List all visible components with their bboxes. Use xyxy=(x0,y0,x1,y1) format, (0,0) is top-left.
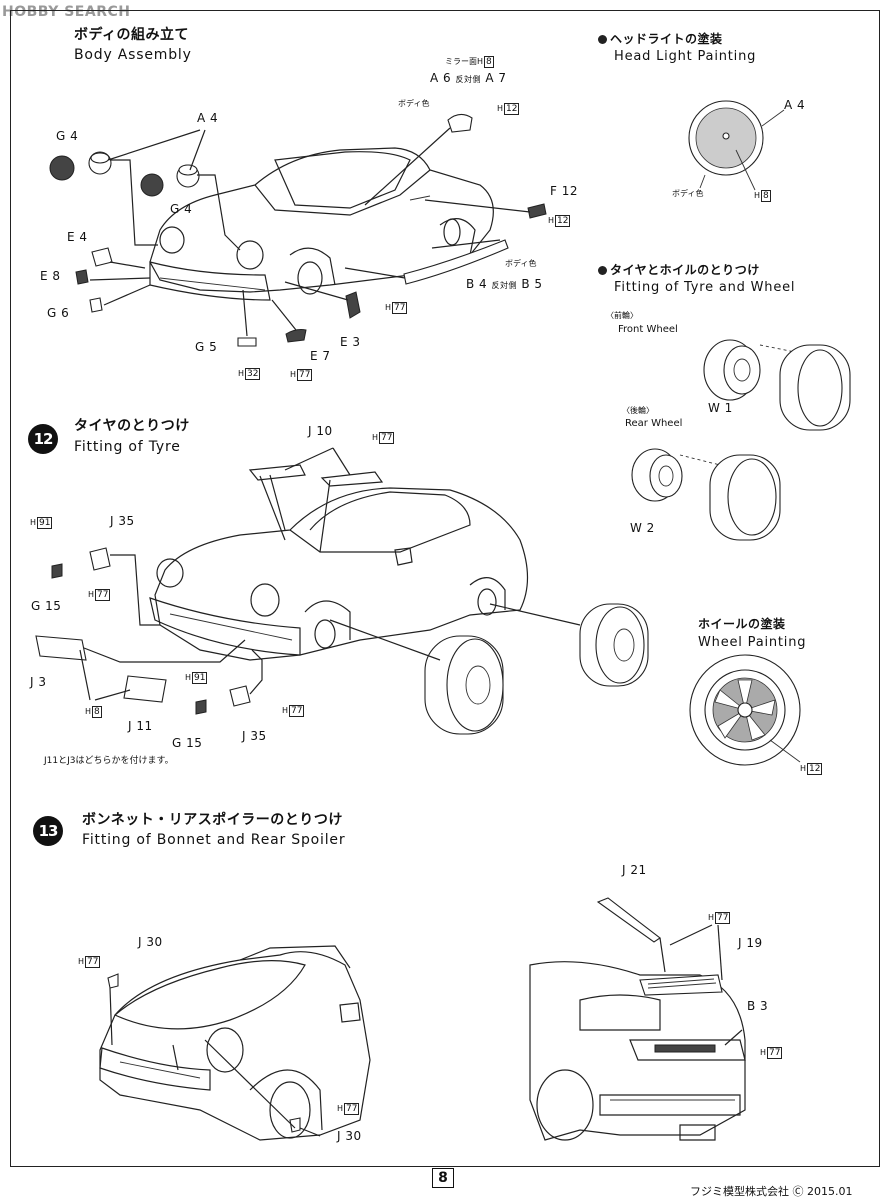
step13-title-jp: ボンネット・リアスポイラーのとりつけ xyxy=(82,812,343,828)
tyre-wheel-title-jp: タイヤとホイルのとりつけ xyxy=(598,264,760,276)
headlight-title-jp: ヘッドライトの塗装 xyxy=(598,33,723,45)
tyre-wheel-drawing xyxy=(631,339,851,541)
label-w2: W 2 xyxy=(630,521,655,535)
page-frame xyxy=(10,10,880,1167)
rear-wheel-label-en: Rear Wheel xyxy=(625,418,683,429)
body-assembly-title-jp: ボディの組み立て xyxy=(74,27,190,43)
label-j35-bottom: J 35 xyxy=(242,729,267,743)
hobby-search-logo: HOBBY SEARCH xyxy=(2,4,131,20)
page-number: 8 xyxy=(432,1168,454,1188)
step13-bonnet-drawing xyxy=(99,945,371,1141)
tyre-wheel-title-en: Fitting of Tyre and Wheel xyxy=(614,280,796,295)
label-j3: J 3 xyxy=(30,675,47,689)
label-j30-bottom: J 30 xyxy=(337,1129,362,1143)
label-body-color-b4: ボディ色 xyxy=(505,259,537,268)
label-f12: F 12 xyxy=(550,184,578,198)
step13-spoiler-drawing xyxy=(529,897,746,1141)
headlight-title-en: Head Light Painting xyxy=(614,49,757,64)
step12-title-jp: タイヤのとりつけ xyxy=(74,418,190,434)
label-e4: E 4 xyxy=(67,230,88,244)
headlight-label-body-color: ボディ色 xyxy=(672,189,704,198)
front-wheel-label-jp: 〈前輪〉 xyxy=(606,311,638,320)
label-g6: G 6 xyxy=(47,306,70,320)
rear-wheel-label-jp: 〈後輪〉 xyxy=(622,406,654,415)
label-g5: G 5 xyxy=(195,340,218,354)
label-j30-top: J 30 xyxy=(138,935,163,949)
headlight-drawing xyxy=(688,100,785,191)
label-j11: J 11 xyxy=(128,719,153,733)
label-j10: J 10 xyxy=(308,424,333,438)
label-g15-top: G 15 xyxy=(31,599,62,613)
front-wheel-label-en: Front Wheel xyxy=(618,324,678,335)
label-g15-bottom: G 15 xyxy=(172,736,203,750)
label-e8: E 8 xyxy=(40,269,61,283)
label-g4-right: G 4 xyxy=(170,202,193,216)
label-g4-left: G 4 xyxy=(56,129,79,143)
bullet-icon xyxy=(598,35,607,44)
body-assembly-car-drawing xyxy=(49,113,547,347)
label-a6-a7: A 6 反対側 A 7 xyxy=(430,71,507,85)
step-12-badge: 12 xyxy=(28,424,58,454)
label-e7: E 7 xyxy=(310,349,331,363)
label-a4: A 4 xyxy=(197,111,219,125)
label-b4-b5: B 4 反対側 B 5 xyxy=(466,277,543,291)
body-assembly-title-en: Body Assembly xyxy=(74,47,192,63)
wheel-painting-title-jp: ホイールの塗装 xyxy=(698,617,786,631)
step12-title-en: Fitting of Tyre xyxy=(74,439,181,455)
label-j19: J 19 xyxy=(738,936,763,950)
label-w1: W 1 xyxy=(708,401,733,415)
label-j21: J 21 xyxy=(622,863,647,877)
label-b3: B 3 xyxy=(747,999,769,1013)
step12-note: J11とJ3はどちらかを付けます。 xyxy=(44,756,174,766)
bullet-icon xyxy=(598,266,607,275)
step-13-badge: 13 xyxy=(33,816,63,846)
footer-copyright: フジミ模型株式会社 Ⓒ 2015.01 xyxy=(690,1185,853,1198)
label-body-color-mirror: ボディ色 xyxy=(398,99,430,108)
headlight-label-a4: A 4 xyxy=(784,98,806,112)
label-j35-top: J 35 xyxy=(110,514,135,528)
step12-car-drawing xyxy=(35,447,649,735)
wheel-painting-drawing xyxy=(689,654,801,766)
wheel-painting-title-en: Wheel Painting xyxy=(698,635,807,650)
step13-title-en: Fitting of Bonnet and Rear Spoiler xyxy=(82,832,346,848)
label-e3: E 3 xyxy=(340,335,361,349)
